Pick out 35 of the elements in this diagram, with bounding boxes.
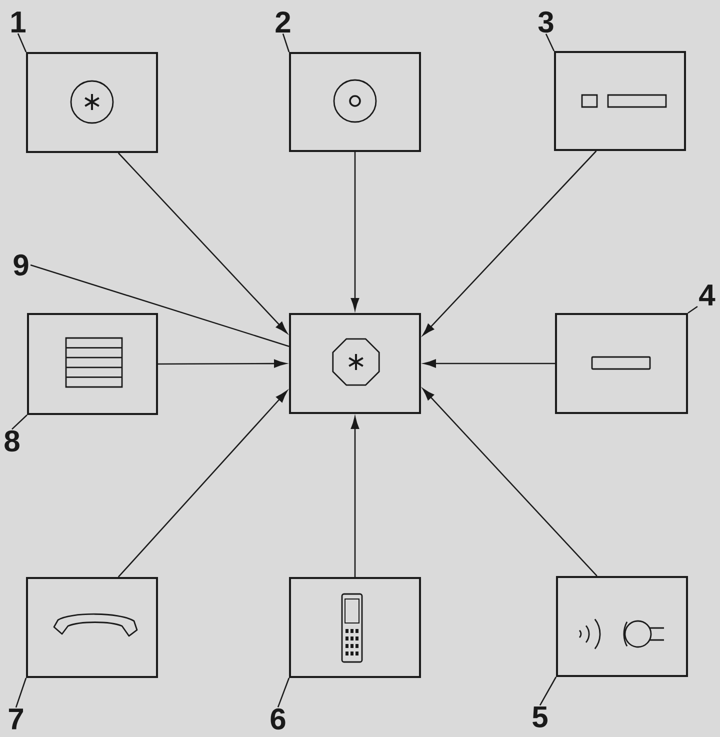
leader-line bbox=[12, 414, 28, 430]
callout-number: 5 bbox=[532, 706, 548, 728]
leader-line bbox=[545, 34, 555, 52]
callout-number: 6 bbox=[270, 708, 286, 730]
arrow bbox=[424, 359, 555, 368]
arrow bbox=[350, 152, 360, 310]
leader-line bbox=[277, 678, 290, 708]
icon-box bbox=[289, 313, 421, 414]
arrow bbox=[118, 390, 288, 578]
leader-line bbox=[282, 33, 290, 52]
leader-line bbox=[17, 33, 27, 52]
icon-box bbox=[554, 51, 686, 151]
callout-number: 3 bbox=[538, 11, 554, 33]
callout-number: 2 bbox=[276, 12, 290, 32]
icon-box bbox=[556, 576, 688, 677]
leader-line bbox=[30, 264, 290, 347]
arrow bbox=[422, 388, 598, 576]
icon-box bbox=[26, 52, 158, 153]
icon-box bbox=[289, 52, 421, 152]
callout-number: 7 bbox=[8, 708, 24, 730]
arrow bbox=[422, 150, 597, 336]
leader-line bbox=[539, 676, 557, 706]
icon-box bbox=[555, 313, 688, 414]
arrow bbox=[118, 152, 288, 334]
icon-box bbox=[27, 313, 158, 415]
arrow bbox=[350, 416, 360, 577]
icon-box bbox=[289, 577, 421, 678]
leader-line bbox=[15, 678, 27, 708]
icon-box bbox=[26, 577, 158, 678]
callout-number: 1 bbox=[12, 12, 26, 32]
callout-number: 4 bbox=[699, 284, 716, 306]
callout-number: 9 bbox=[14, 254, 28, 276]
leader-line bbox=[688, 306, 698, 314]
arrow bbox=[158, 359, 286, 368]
callout-number: 8 bbox=[4, 430, 20, 452]
